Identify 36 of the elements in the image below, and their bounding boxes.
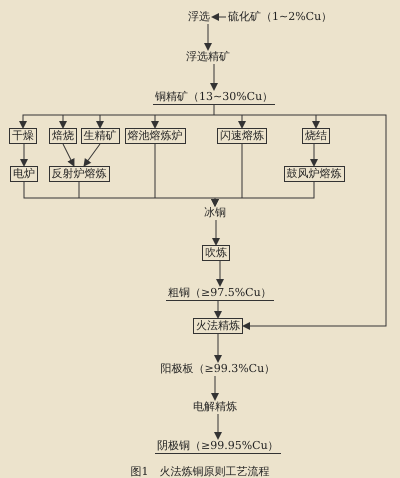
process-box: 烧结 <box>302 128 330 144</box>
process-box: 生精矿 <box>80 128 120 144</box>
process-box: 反射炉熔炼 <box>48 166 110 182</box>
process-label: 电解精炼 <box>191 400 239 414</box>
arrow <box>204 24 212 51</box>
process-box: 鼓风炉熔炼 <box>284 166 344 182</box>
arrow <box>216 260 224 287</box>
process-box: 电炉 <box>10 166 38 182</box>
arrow <box>212 220 220 246</box>
process-box: 火法精炼 <box>193 318 243 334</box>
process-box: 吹炼 <box>202 245 230 261</box>
process-box: 焙烧 <box>49 128 77 144</box>
arrow <box>62 144 74 167</box>
process-label: 阳极板（≥99.3%Cu） <box>158 362 278 376</box>
arrow <box>310 144 318 167</box>
arrow <box>210 64 218 91</box>
process-box: 闪速熔炼 <box>217 128 267 144</box>
figure-caption: 图1 火法炼铜原则工艺流程 <box>130 465 270 478</box>
arrow <box>214 300 222 319</box>
arrow <box>214 334 222 363</box>
process-label: 铜精矿（13~30%Cu） <box>153 90 276 105</box>
process-label: 浮选精矿 <box>184 50 232 64</box>
process-label: 粗铜（≥97.5%Cu） <box>166 286 274 301</box>
process-label: 冰铜 <box>202 206 228 220</box>
arrow <box>211 13 226 21</box>
arrow <box>83 144 100 167</box>
process-label: 硫化矿（1~2%Cu） <box>226 10 334 24</box>
process-box: 干燥 <box>9 128 37 144</box>
process-label: 阴极铜（≥99.95%Cu） <box>155 439 281 454</box>
arrow <box>20 144 28 167</box>
process-label: 浮选 <box>186 10 212 24</box>
arrow <box>211 182 314 207</box>
arrow <box>214 104 386 330</box>
arrow <box>214 414 222 440</box>
arrow <box>211 376 219 401</box>
process-box: 熔池熔炼炉 <box>124 128 186 144</box>
